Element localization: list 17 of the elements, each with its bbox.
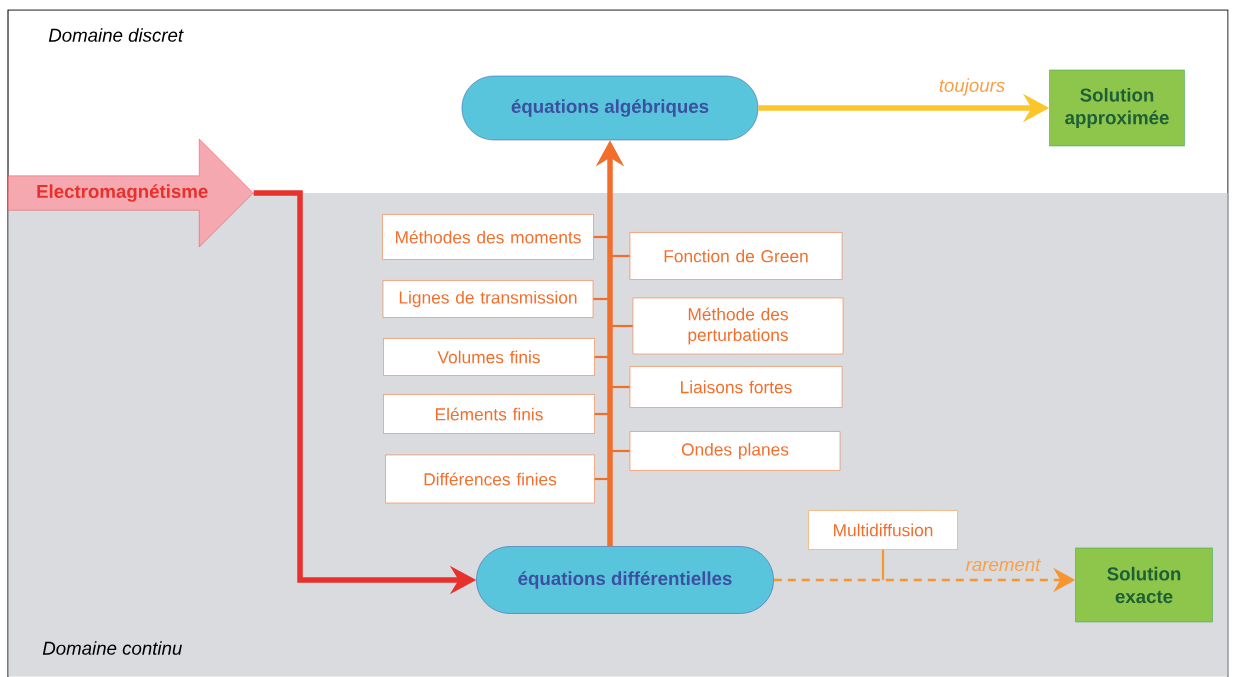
zone-label: Domaine continu [42, 641, 182, 655]
method-box: Ondes planes [629, 431, 841, 471]
method-box: Volumes finis [383, 338, 595, 376]
zone-label: Domaine discret [48, 28, 184, 42]
method-box: Lignes de transmission [382, 280, 594, 318]
method-box: Méthodes des moments [382, 214, 594, 260]
edge-label: toujours [937, 76, 1007, 98]
method-box: Différences finies [385, 454, 595, 504]
method-box: Liaisons fortes [629, 366, 843, 408]
rounded-box: équations algébriques [461, 75, 759, 141]
method-box: Multidiffusion [808, 510, 958, 550]
rounded-box: équations différentielles [476, 546, 774, 614]
method-box: Fonction de Green [629, 232, 843, 280]
result-box: Solution exacte [1075, 547, 1213, 623]
method-box: Méthode des perturbations [632, 297, 844, 355]
result-box: Solution approximée [1049, 69, 1185, 147]
method-box: Eléments finis [383, 394, 595, 434]
